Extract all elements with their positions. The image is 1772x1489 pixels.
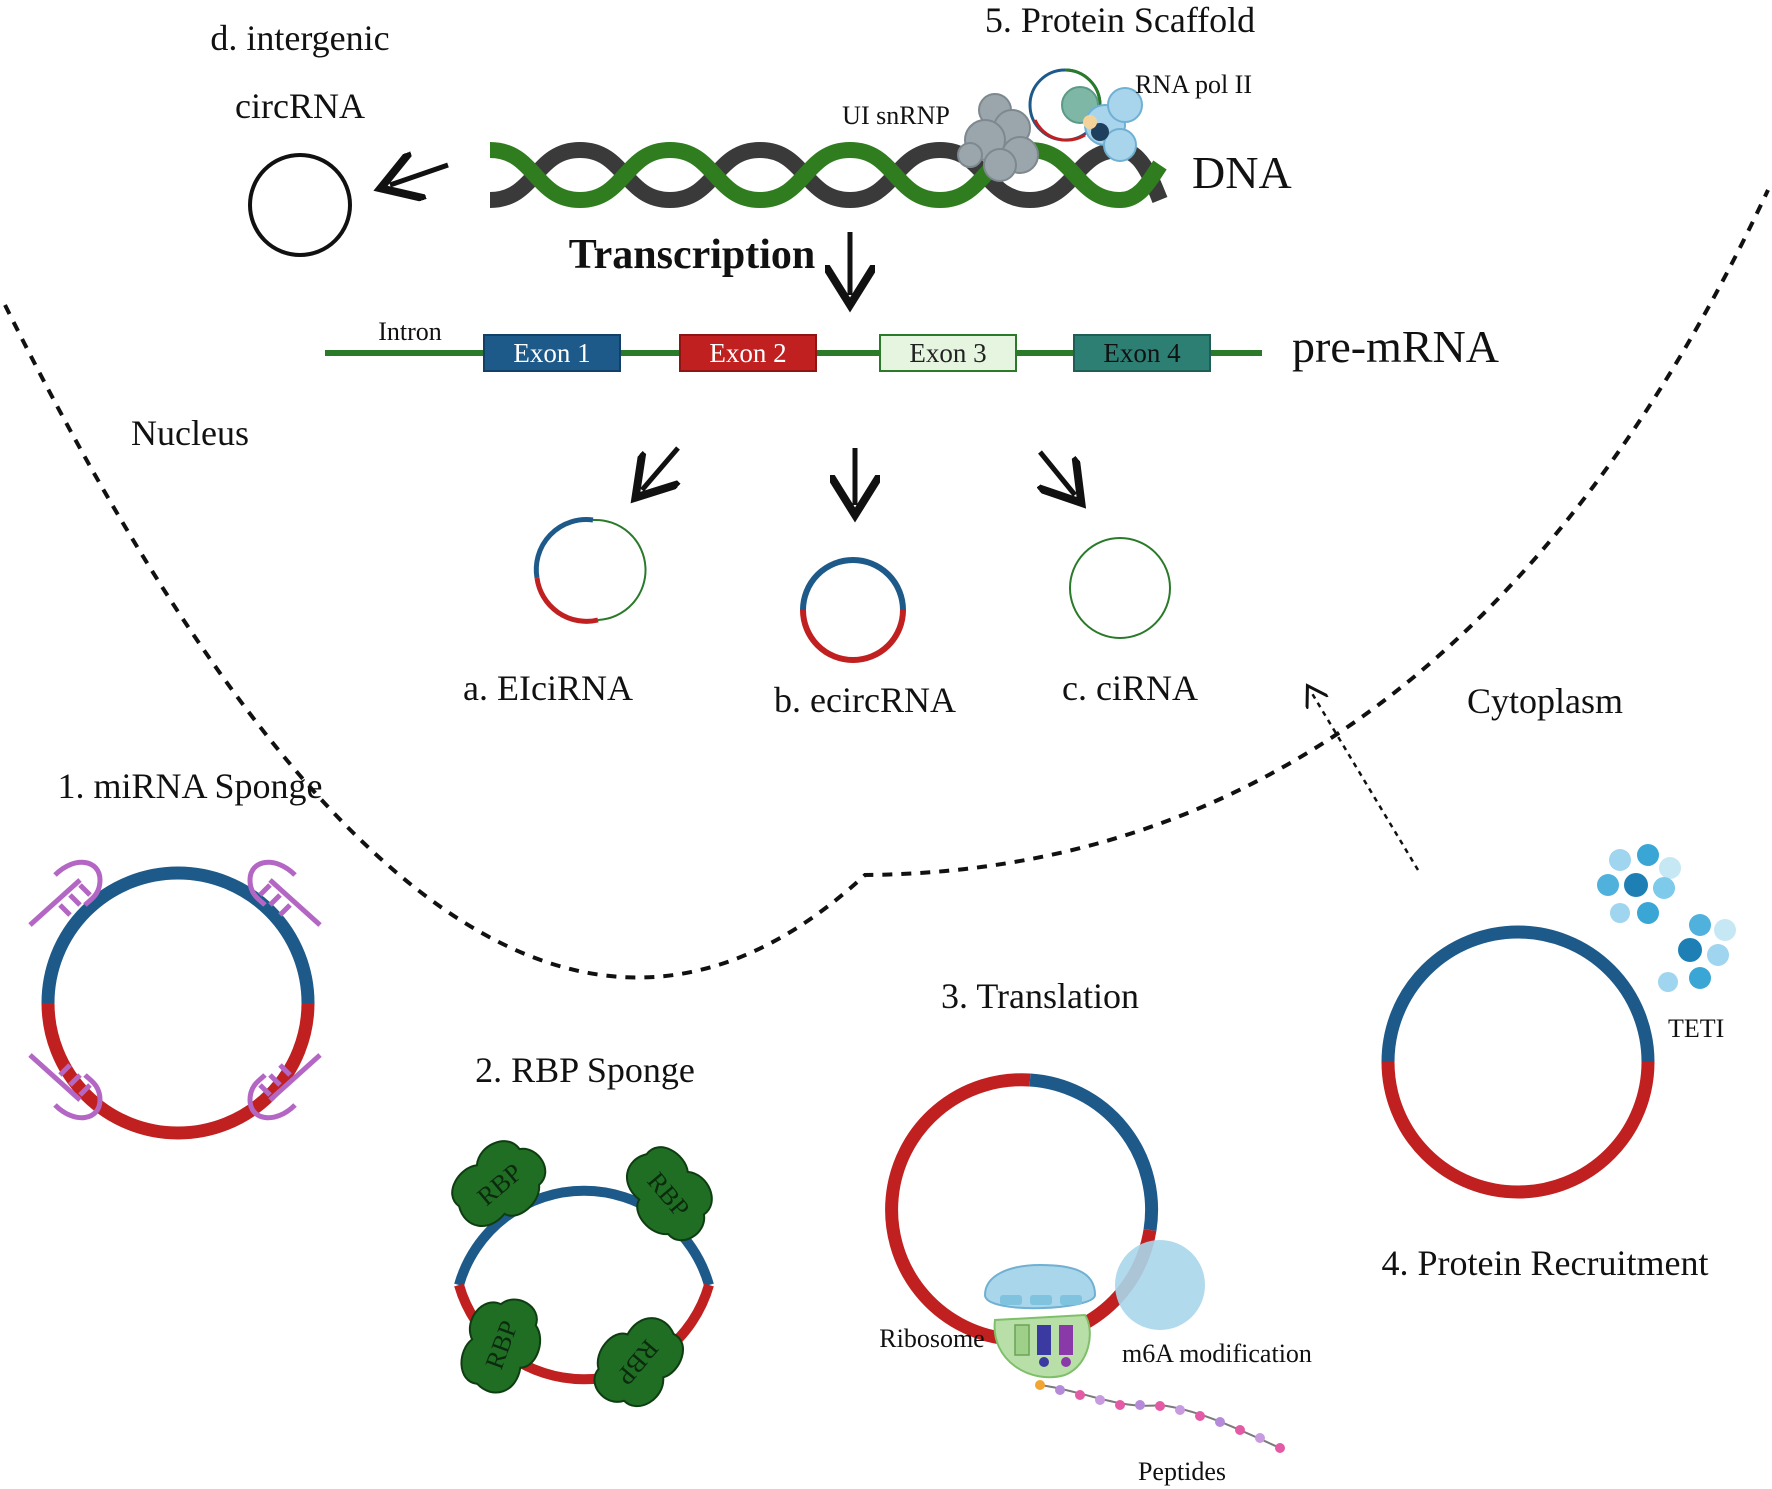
- exon-3-box: Exon 3: [879, 334, 1017, 372]
- m6a-label: m6A modification: [1122, 1339, 1312, 1368]
- rbp-protein-4: RBP: [593, 1317, 684, 1408]
- transcription-label: Transcription: [569, 232, 816, 278]
- rbp-protein-3: RBP: [460, 1298, 542, 1394]
- mirna-bottom-right: [247, 1053, 322, 1121]
- mirna-top-right: [247, 859, 322, 927]
- rna-pol-ii-protein: [1061, 86, 1143, 162]
- protein-scaffold-title: 5. Protein Scaffold: [985, 0, 1255, 40]
- ui-snrnp-protein: [957, 93, 1039, 182]
- mirna-bottom-left: [28, 1053, 103, 1121]
- exon-2-box: Exon 2: [679, 334, 817, 372]
- translation-circle: [885, 1073, 1159, 1347]
- exon-3-label: Exon 3: [909, 338, 986, 368]
- pre-mrna-label: pre-mRNA: [1292, 321, 1499, 372]
- teti-proteins: [1597, 844, 1736, 992]
- protein-scaffold-complex: [957, 68, 1143, 182]
- ecircrna-label: b. ecircRNA: [774, 680, 956, 720]
- peptide-chain: [1035, 1380, 1285, 1453]
- mirna-top-left: [28, 859, 103, 927]
- arrow-protein-import: [1310, 690, 1420, 871]
- peptides-label: Peptides: [1138, 1457, 1226, 1486]
- m6a-marker: [1115, 1240, 1205, 1330]
- rbp-protein-2: RBP: [626, 1146, 713, 1242]
- eicirna-label: a. EIciRNA: [463, 668, 633, 708]
- rna-pol-label: RNA pol II: [1135, 70, 1252, 99]
- intron-label: Intron: [378, 317, 442, 346]
- exon-4-label: Exon 4: [1103, 338, 1181, 368]
- exon-4-box: Exon 4: [1073, 334, 1211, 372]
- intergenic-title-line2: circRNA: [235, 86, 365, 126]
- translation-title: 3. Translation: [941, 976, 1139, 1016]
- protein-recruitment-title: 4. Protein Recruitment: [1382, 1243, 1709, 1283]
- arrow-to-cirna: [1040, 450, 1075, 495]
- exon-1-box: Exon 1: [483, 334, 621, 372]
- mirna-molecules: [28, 859, 322, 1121]
- rbp-protein-1: RBP: [451, 1140, 547, 1227]
- dna-strand-green: [489, 141, 1167, 209]
- exon-2-label: Exon 2: [709, 338, 786, 368]
- cirna-label: c. ciRNA: [1062, 668, 1198, 708]
- cirna-circle: [1069, 537, 1171, 639]
- rbp-sponge-title: 2. RBP Sponge: [475, 1050, 695, 1090]
- ribosome-label: Ribosome: [879, 1324, 984, 1353]
- ui-snrnp-label: UI snRNP: [842, 101, 950, 130]
- intergenic-title-line1: d. intergenic: [210, 18, 389, 58]
- mirna-sponge-circle: [41, 866, 315, 1140]
- exon-1-label: Exon 1: [513, 338, 590, 368]
- ribosome: [983, 1263, 1097, 1379]
- mirna-sponge-title: 1. miRNA Sponge: [57, 766, 322, 806]
- scaffold-circrna-green: [1064, 68, 1102, 106]
- protein-recruitment-circle: [1381, 925, 1655, 1199]
- scaffold-circrna-red: [1033, 119, 1086, 142]
- dna-label: DNA: [1192, 147, 1292, 198]
- nucleus-boundary: [3, 189, 1770, 980]
- teti-label: TETI: [1668, 1014, 1724, 1043]
- arrow-to-eicirna: [642, 446, 678, 490]
- dna-helix: [489, 141, 1168, 209]
- cytoplasm-label: Cytoplasm: [1467, 681, 1623, 721]
- nucleus-label: Nucleus: [131, 413, 249, 453]
- ecircrna-circle: [800, 557, 906, 663]
- arrow-to-intergenic: [390, 165, 449, 185]
- eicirna-circle: [533, 517, 647, 624]
- intergenic-circrna: [248, 153, 352, 257]
